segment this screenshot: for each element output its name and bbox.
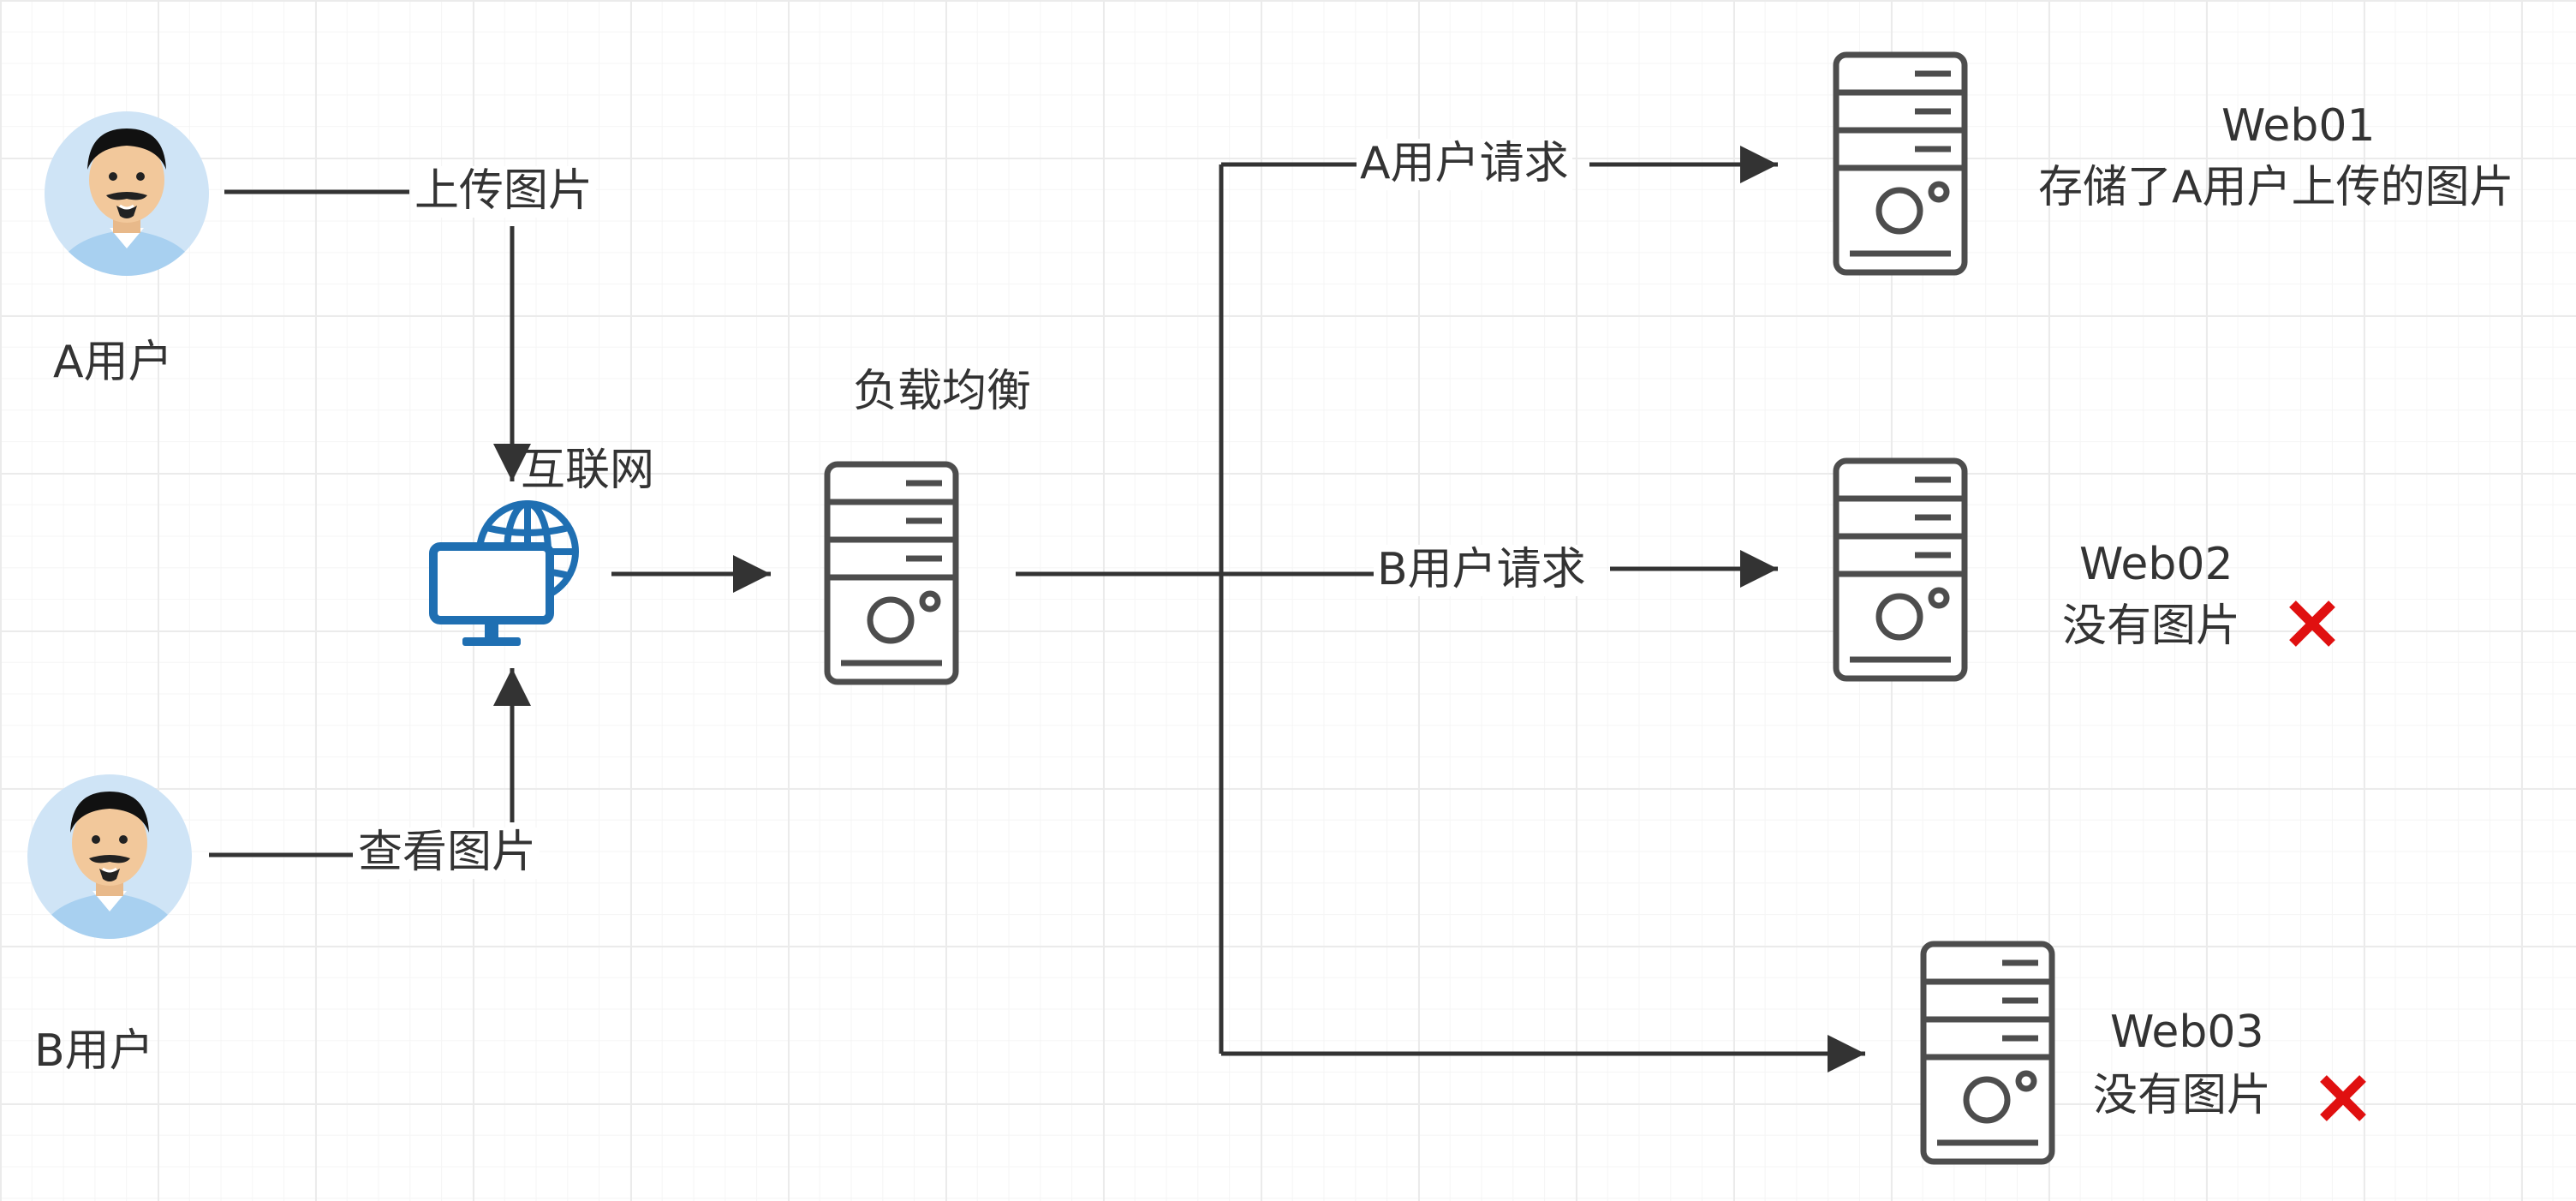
b-user-label: B用户 <box>34 1025 154 1077</box>
web02-error-cross-icon <box>2289 600 2335 647</box>
a-user-request-label: A用户请求 <box>1357 138 1572 190</box>
b-user-request-label: B用户请求 <box>1374 544 1589 596</box>
web01-name: Web01 <box>2221 100 2376 152</box>
web03-error-cross-icon <box>2320 1075 2366 1121</box>
load-balancer-label: 负载均衡 <box>853 366 1032 417</box>
upload-image-label: 上传图片 <box>411 165 597 218</box>
web03-name: Web03 <box>2110 1007 2264 1058</box>
load-balancer-server-icon <box>824 461 959 685</box>
web02-server-icon <box>1833 457 1968 682</box>
view-image-label: 查看图片 <box>355 827 540 879</box>
internet-globe-icon <box>429 500 579 646</box>
b-user-avatar-icon <box>27 774 192 939</box>
web03-note: 没有图片 <box>2093 1070 2272 1121</box>
web01-server-icon <box>1833 51 1968 276</box>
web03-server-icon <box>1920 941 2055 1165</box>
internet-label: 互联网 <box>521 445 655 496</box>
a-user-avatar-icon <box>45 111 209 276</box>
web01-note: 存储了A用户上传的图片 <box>2038 162 2514 213</box>
web02-note: 没有图片 <box>2062 600 2241 652</box>
web02-name: Web02 <box>2079 539 2233 590</box>
a-user-label: A用户 <box>53 337 173 388</box>
